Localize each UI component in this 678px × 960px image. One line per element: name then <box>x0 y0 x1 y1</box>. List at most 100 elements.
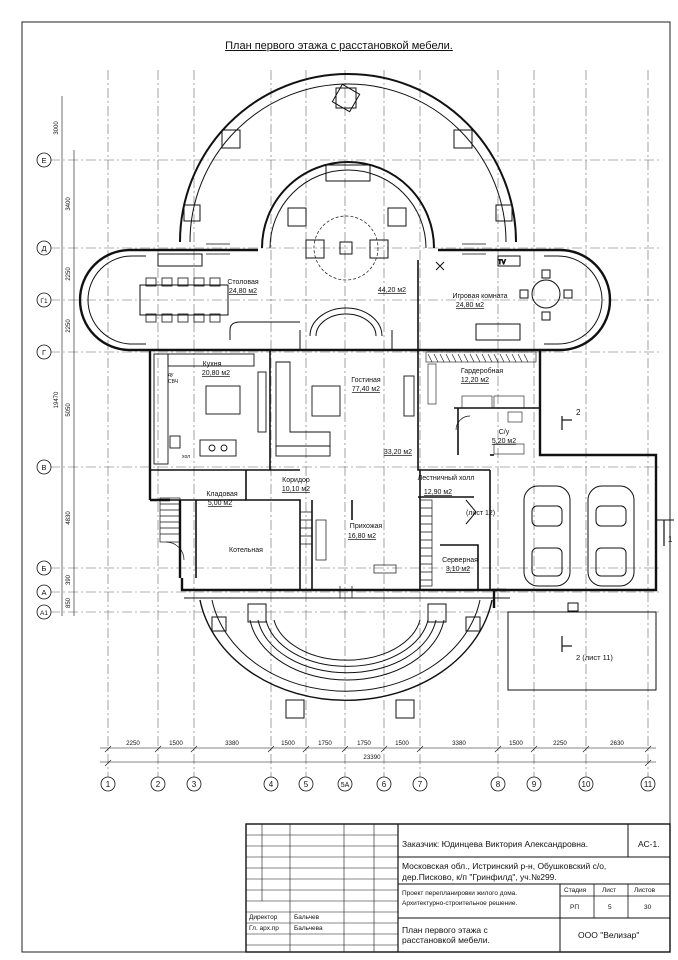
dim-bottom: 2250 <box>126 740 140 747</box>
staircase <box>159 497 477 587</box>
axis-h-label: 9 <box>532 780 537 789</box>
axis-h-label: 5А <box>341 782 350 789</box>
doors <box>165 243 486 598</box>
room-labels: Столовая 24,80 м2 44,20 м2 Игровая комна… <box>202 279 516 573</box>
tb-address-2: дер.Писково, к/п "Гринфилд", уч.№299. <box>402 872 557 882</box>
axis-h-label: 7 <box>418 780 423 789</box>
axis-h-label: 11 <box>644 780 653 789</box>
title-block-frame <box>245 823 671 953</box>
dim-bottom: 2250 <box>553 740 567 747</box>
dim-left: 3400 <box>66 197 72 211</box>
room-name: Игровая комната <box>452 293 507 300</box>
axis-v-label: Е <box>41 156 46 165</box>
room-area: 5,00 м2 <box>208 500 232 507</box>
room-area: 44,20 м2 <box>378 287 406 294</box>
play-wing: TV <box>435 248 612 352</box>
room-name: Серверная <box>442 557 478 564</box>
wardrobe <box>425 351 537 455</box>
mark-list12: (лист 12) <box>466 510 495 517</box>
section-marks: (лист 12) 2 2 (лист 11) 1 хол ду СВЧ <box>168 372 673 662</box>
room-name: Кухня <box>203 361 222 368</box>
axis-h-label: 6 <box>382 780 387 789</box>
tb-code: АС-1. <box>638 839 660 849</box>
mark-fridge: хол <box>182 454 190 460</box>
dim-bottom: 1750 <box>357 740 371 747</box>
dim-left: 2250 <box>66 319 72 333</box>
axis-bubbles-bottom <box>100 776 656 792</box>
tb-arch-name: Бальчева <box>294 925 323 932</box>
dimension-labels-bottom: 2250 1500 3380 1500 1750 1750 1500 3380 … <box>126 740 624 761</box>
room-area: 3,10 м2 <box>446 566 470 573</box>
mark-oven: ду <box>168 372 174 378</box>
tb-address-1: Московская обл., Истринский р-н, Обушков… <box>402 861 607 871</box>
axis-labels-left: Е Д Г1 Г В Б А А1 <box>40 156 48 617</box>
room-area: 33,20 м2 <box>384 449 412 456</box>
kitchen-furniture <box>153 353 267 465</box>
mark-section-2-list11: 2 (лист 11) <box>576 653 613 662</box>
dim-left: 390 <box>66 574 72 585</box>
dim-bottom: 1500 <box>169 740 183 747</box>
tb-sheet-label: Лист <box>602 887 617 894</box>
tb-drawing-2: расстановкой мебели. <box>402 935 490 945</box>
top-rotunda <box>179 73 517 281</box>
room-name: Коридор <box>282 477 310 484</box>
dim-bottom: 1500 <box>281 740 295 747</box>
main-walls <box>148 248 658 608</box>
axis-v-label: А1 <box>40 610 48 617</box>
tb-drawing-1: План первого этажа с <box>402 925 488 935</box>
dimension-chain-left <box>61 96 75 616</box>
tb-customer: Заказчик: Юдинцева Виктория Александровн… <box>402 839 588 849</box>
axis-labels-bottom: 1 2 3 4 5 5А 6 7 8 9 10 11 <box>106 780 653 789</box>
room-area: 12,90 м2 <box>424 489 452 496</box>
svg-text:TV: TV <box>498 260 506 266</box>
dim-left: 3000 <box>54 121 60 135</box>
tb-project-2: Архитектурно-строительное решение. <box>402 900 518 907</box>
dim-bottom: 3380 <box>452 740 466 747</box>
room-area: 24,80 м2 <box>229 288 257 295</box>
room-name: С/у <box>499 429 510 436</box>
axis-h-label: 4 <box>269 780 274 789</box>
dim-left: 5050 <box>66 403 72 417</box>
axis-bubbles-left <box>36 152 52 620</box>
mark-section-2: 2 <box>576 408 581 417</box>
dim-left-total: 19470 <box>54 391 60 408</box>
section-lines <box>561 416 665 652</box>
dimension-chain-bottom <box>100 745 656 767</box>
dim-bottom: 1500 <box>395 740 409 747</box>
axis-h-label: 8 <box>496 780 501 789</box>
tb-project-1: Проект перепланировки жилого дома. <box>402 890 518 897</box>
tb-company: ООО "Велизар" <box>578 930 640 940</box>
room-area: 12,20 м2 <box>461 377 489 384</box>
room-name: Прихожая <box>350 523 383 530</box>
living-furniture <box>275 361 415 457</box>
tb-sheet: 5 <box>608 904 612 911</box>
mark-cb: СВЧ <box>168 379 178 385</box>
dim-bottom: 1500 <box>509 740 523 747</box>
axis-v-label: Г1 <box>40 298 48 305</box>
room-name: Котельная <box>229 547 263 554</box>
dim-bottom: 2630 <box>610 740 624 747</box>
room-name: Лестничный холл <box>418 474 475 482</box>
arch-connector <box>229 307 393 350</box>
room-name: Гостиная <box>351 377 381 384</box>
room-area: 16,80 м2 <box>348 533 376 540</box>
axis-h-label: 1 <box>106 780 111 789</box>
dim-bottom: 3380 <box>225 740 239 747</box>
dining-wing <box>78 248 229 352</box>
axis-h-label: 2 <box>156 780 161 789</box>
mark-section-1: 1 <box>668 535 673 544</box>
garage <box>507 485 674 691</box>
dim-total: 23390 <box>363 754 381 761</box>
tb-director-role: Директор <box>249 914 278 921</box>
tb-sheets-label: Листов <box>634 887 656 894</box>
axis-h-label: 10 <box>582 780 591 789</box>
room-area: 5,20 м2 <box>492 438 516 445</box>
axis-v-label: А <box>41 588 46 597</box>
tb-stage-label: Стадия <box>564 887 587 894</box>
axis-v-label: Б <box>42 564 47 573</box>
bottom-porch <box>184 597 510 719</box>
dim-left: 2250 <box>66 267 72 281</box>
tb-arch-role: Гл. арх.пр <box>249 925 279 932</box>
